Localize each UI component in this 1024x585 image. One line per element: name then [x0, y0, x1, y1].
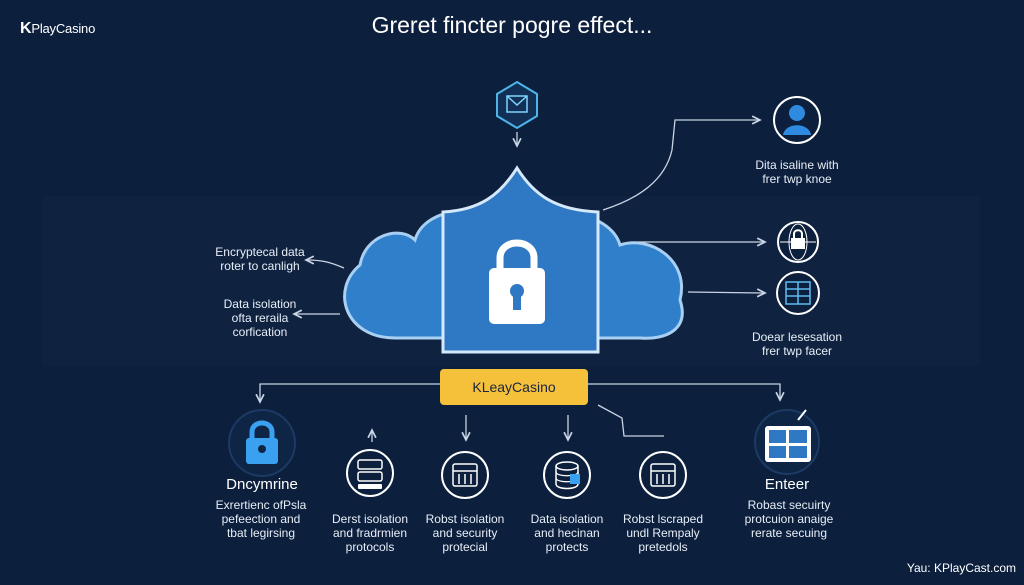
server-icon	[346, 449, 394, 497]
connector-bottom-6	[588, 383, 780, 400]
brand-logo[interactable]: KPlayCasino	[20, 20, 95, 38]
logo-mark: K	[20, 20, 32, 37]
database-icon	[543, 451, 591, 499]
top-document-icon	[496, 80, 538, 130]
connector-bottom-1	[260, 383, 440, 402]
logo-text: PlayCasino	[31, 21, 96, 36]
padlock-icon	[489, 239, 545, 324]
bottom-heading-6: Enteer	[764, 476, 810, 493]
connector-left-1	[306, 260, 345, 269]
grid-window-icon	[754, 409, 820, 475]
server-grid-icon	[441, 451, 489, 499]
bottom-text-4: Data isolation and hecinan protects	[530, 512, 604, 554]
left-label-2: Data isolation ofta reraila corfication	[223, 297, 297, 339]
bottom-text-1: Exrertienc ofPsla pefeection and tbat le…	[215, 498, 307, 540]
bottom-lock-icon	[228, 409, 296, 477]
connector-right-1	[602, 120, 760, 211]
shield-shape	[441, 165, 600, 354]
bottom-text-2: Derst isolation and fradrmien protocols	[331, 512, 409, 554]
footer-credit: Yau: KPlayCast.com	[906, 561, 1016, 575]
server-grid-icon-2	[639, 451, 687, 499]
bottom-text-3: Robst isolation and security protecial	[425, 512, 505, 554]
bottom-heading-1: Dncymrine	[226, 476, 298, 493]
right-label-3: Doear lesesation frer twp facer	[751, 330, 843, 358]
page-title: Greret fincter pogre effect...	[371, 12, 653, 38]
person-icon	[773, 96, 821, 144]
bottom-text-6: Robast secuirty protcuion anaige rerate …	[744, 498, 834, 540]
bottom-text-5: Robst lscraped undl Rempaly pretedols	[622, 512, 704, 554]
lock-globe-icon	[777, 221, 819, 263]
connector-right-3	[687, 292, 765, 293]
left-label-1: Encryptecal data roter to canligh	[215, 245, 305, 273]
connector-bottom-5	[597, 404, 664, 437]
center-label-box: KLeayCasino	[440, 369, 588, 405]
right-label-1: Dita isaline with frer twp knoe	[755, 158, 839, 186]
document-grid-icon	[776, 271, 820, 315]
